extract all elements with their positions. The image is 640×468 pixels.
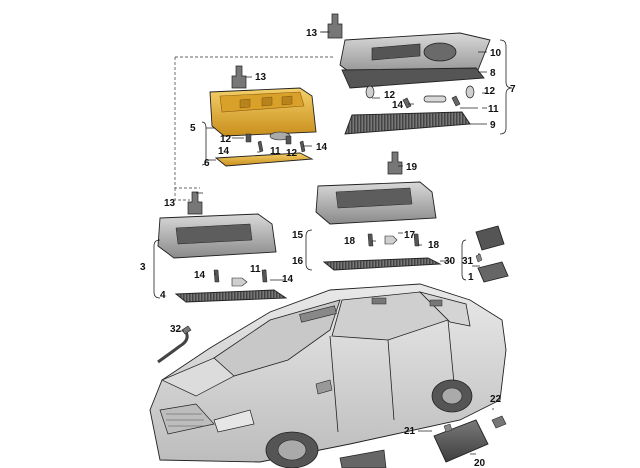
callout-15: 15	[292, 230, 304, 241]
console-frame-part	[341, 67, 485, 89]
upper-console-assembly	[339, 32, 513, 135]
callout-3: 3	[140, 262, 146, 273]
screw-part	[451, 95, 461, 107]
callout-12-upper: 12	[384, 90, 396, 101]
left-light-lens-part	[174, 289, 288, 303]
switch-body-part	[477, 261, 509, 283]
callout-1: 1	[468, 272, 474, 283]
callout-11-mid: 11	[270, 146, 281, 157]
callout-14-mid: 14	[218, 146, 230, 157]
callout-11-upper: 11	[488, 104, 499, 115]
callout-5: 5	[190, 123, 196, 134]
clip-part-13-top	[320, 13, 343, 39]
lens-part	[344, 111, 471, 135]
callout-10: 10	[490, 48, 502, 59]
left-light-assembly	[153, 191, 288, 303]
callout-18-left: 18	[344, 236, 356, 247]
highlighted-light-assembly	[201, 65, 317, 167]
callout-labels: 13 10 8 7 12 12 14 11 9 13 5 12 14 11 12…	[140, 28, 516, 468]
glovebox-light-part	[433, 419, 489, 463]
callout-7: 7	[510, 84, 516, 95]
clip-part	[231, 65, 247, 89]
callout-6: 6	[204, 158, 210, 169]
callout-14-left: 14	[194, 270, 206, 281]
callout-4: 4	[160, 290, 166, 301]
car-body	[149, 283, 507, 468]
callout-13-left: 13	[164, 198, 176, 209]
rear-light-assembly	[305, 151, 442, 271]
highlighted-lens-part	[214, 152, 314, 167]
callout-22: 22	[490, 394, 502, 405]
callout-13-mid: 13	[255, 72, 267, 83]
wire-part-32	[157, 325, 192, 364]
callout-31: 31	[462, 256, 474, 267]
bulb-part	[465, 85, 475, 99]
callout-20: 20	[474, 458, 486, 468]
label-leaders	[178, 31, 494, 455]
callout-8: 8	[490, 68, 496, 79]
callout-32: 32	[170, 324, 182, 335]
bulb-part	[365, 85, 375, 99]
callout-21: 21	[404, 426, 416, 437]
callout-12-mid: 12	[220, 134, 232, 145]
callout-18-right: 18	[428, 240, 440, 251]
callout-11-left: 11	[250, 264, 261, 275]
festoon-bulb-part	[423, 95, 447, 103]
leader-lines	[174, 56, 335, 201]
callout-19: 19	[406, 162, 418, 173]
callout-17: 17	[404, 230, 416, 241]
switch-cover-part	[475, 225, 505, 251]
screw-part	[402, 97, 412, 109]
callout-13-top: 13	[306, 28, 318, 39]
clip-part	[387, 151, 403, 175]
callout-30: 30	[444, 256, 456, 267]
sunroof-switch-part	[423, 42, 457, 62]
switch-assembly	[461, 225, 509, 283]
callout-12-mid-right: 12	[286, 148, 298, 159]
callout-14-mid-right: 14	[316, 142, 328, 153]
callout-16: 16	[292, 256, 304, 267]
rear-light-lens-part	[322, 257, 442, 271]
callout-9: 9	[490, 120, 496, 131]
callout-14-left-right: 14	[282, 274, 294, 285]
callout-12-upper-right: 12	[484, 86, 496, 97]
callout-14-upper: 14	[392, 100, 404, 111]
glovebox-light-parts	[339, 415, 507, 468]
clip-part	[187, 191, 203, 215]
